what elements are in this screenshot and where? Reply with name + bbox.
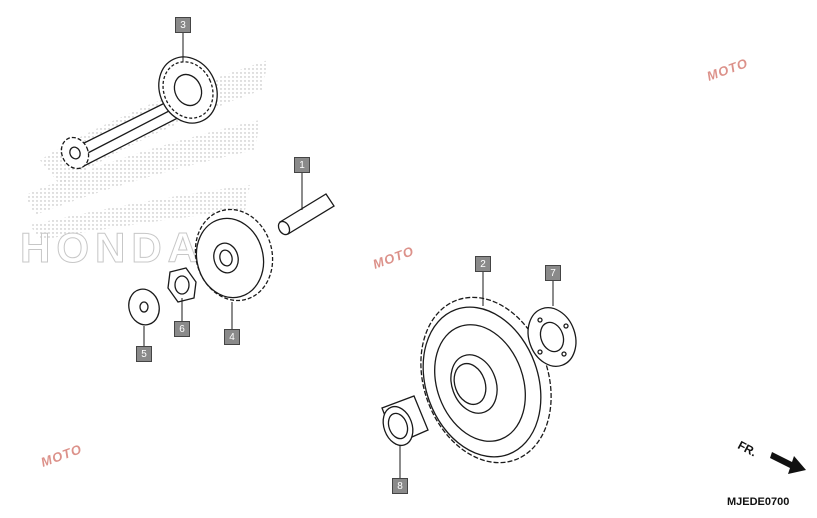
part-5-washer	[128, 288, 160, 326]
diagram-code: MJEDE0700	[727, 496, 790, 508]
part-1-pin	[277, 193, 335, 236]
part-2-large-gear	[420, 296, 552, 464]
part-7-plate	[527, 307, 577, 367]
leader-lines	[143, 33, 554, 478]
callout-3: 3	[175, 17, 191, 33]
part-4-gear	[194, 208, 274, 302]
part-8-needle-bearing	[381, 395, 429, 447]
callout-4: 4	[224, 329, 240, 345]
callout-7: 7	[545, 265, 561, 281]
callout-8: 8	[392, 478, 408, 494]
front-arrow-icon	[770, 452, 806, 474]
callout-1: 1	[294, 157, 310, 173]
part-3-shaft-gear	[60, 56, 218, 170]
callout-2: 2	[475, 256, 491, 272]
part-6-nut	[167, 267, 197, 303]
callout-5: 5	[136, 346, 152, 362]
callout-6: 6	[174, 321, 190, 337]
brand-wordmark-outline: HONDA	[20, 224, 204, 271]
